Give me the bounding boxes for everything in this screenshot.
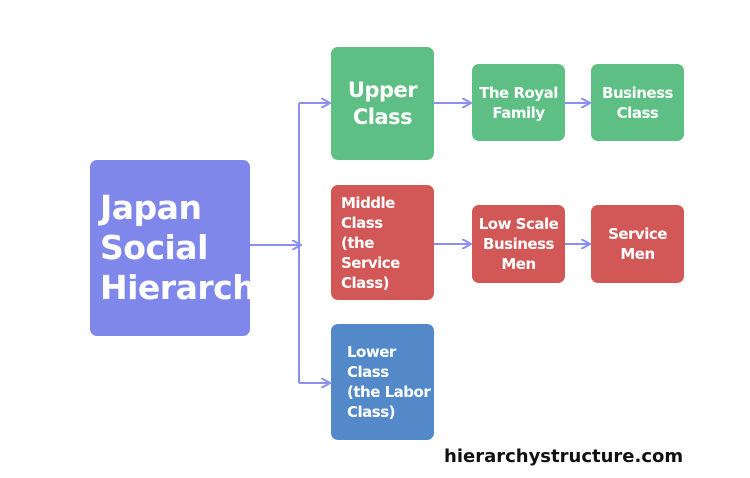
- root-node-japan-social-hierarchy: Japan Social Hierarchy: [90, 160, 277, 336]
- node-middle-class: Middle Class (the Service Class): [331, 185, 434, 300]
- node-business-class: Business Class: [591, 64, 684, 141]
- node-lower-class: Lower Class (the Labor Class): [331, 324, 434, 440]
- node-service-men: Service Men: [591, 205, 684, 283]
- watermark-text: hierarchystructure.com: [444, 446, 684, 467]
- node-low-scale-business-men: Low Scale Business Men: [472, 205, 565, 283]
- node-royal-family: The Royal Family: [472, 64, 565, 141]
- node-upper-class: Upper Class: [331, 47, 434, 160]
